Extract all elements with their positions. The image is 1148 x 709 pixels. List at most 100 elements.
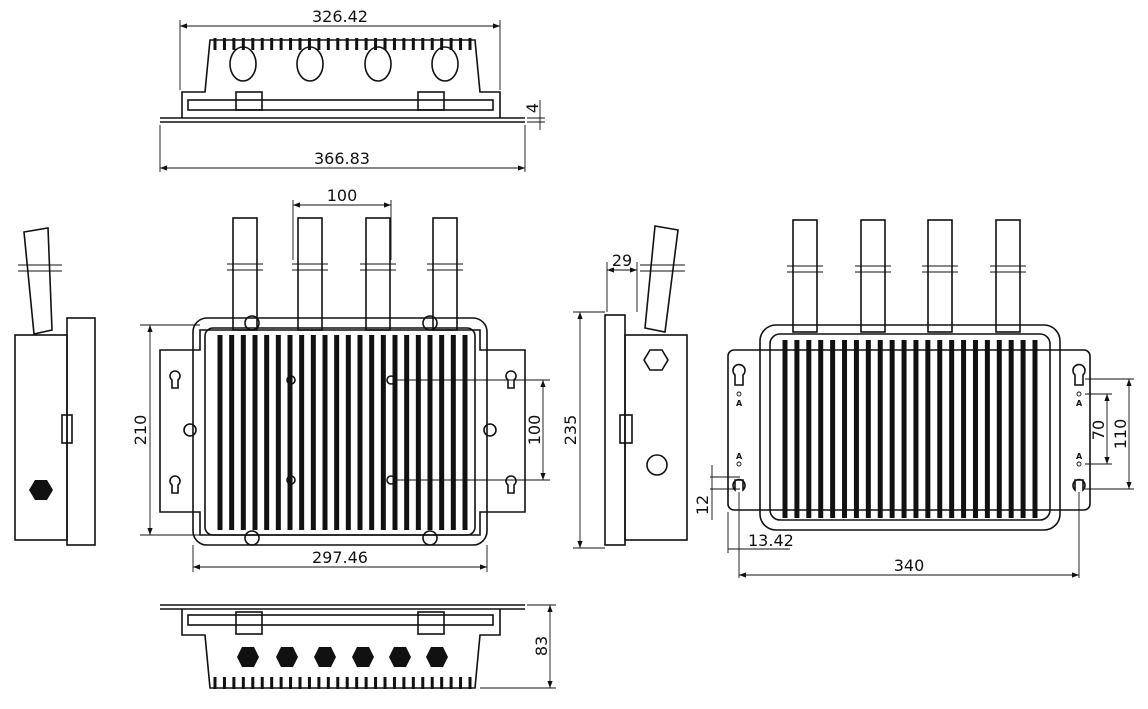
dim-235: 235 [561,415,580,446]
heatsink-fin [307,677,311,689]
heatsink-fin [241,38,245,50]
antenna-connector [431,46,459,82]
heatsink-fin [345,335,351,530]
heatsink-fin [383,677,387,689]
heatsink-fin [925,340,931,518]
heatsink-fin [427,335,433,530]
heatsink-fin [252,335,258,530]
heatsink-fin [449,38,453,50]
cable-gland-nut [426,647,448,667]
right-side-view: 29 235 [561,225,688,549]
antenna-connector [229,46,257,82]
heatsink-fin [449,677,453,689]
heatsink-fin [468,677,472,689]
heatsink-fin [229,335,235,530]
hole-label-a: A [736,399,743,408]
antenna-cable [297,217,323,331]
dim-366-83: 366.83 [314,149,370,168]
heatsink-fin [459,38,463,50]
heatsink-fin [806,340,812,518]
dim-297-46: 297.46 [312,548,368,567]
dim-326-42: 326.42 [312,7,368,26]
heatsink-fin [450,335,456,530]
cable-gland-nut [237,647,259,667]
heatsink-fin [996,340,1002,518]
heatsink-fin [440,38,444,50]
top-view: 326.42 366.83 4 [159,7,545,172]
heatsink-fin [287,335,293,530]
cable-gland-nut [389,647,411,667]
heatsink-fin [853,340,859,518]
heatsink-fin [402,677,406,689]
heatsink-fin [213,38,217,50]
antenna-cable [792,219,818,333]
heatsink-fin [972,340,978,518]
heatsink-fin [421,38,425,50]
heatsink-fin [213,677,217,689]
heatsink-fin [877,340,883,518]
heatsink-fin [901,340,907,518]
heatsink-fin [310,335,316,530]
heatsink-fin [364,38,368,50]
heatsink-fin [889,340,895,518]
heatsink-fin [260,677,264,689]
heatsink-fin [289,677,293,689]
heatsink-fin [421,677,425,689]
heatsink-fin [818,340,824,518]
heatsink-fin [392,335,398,530]
dim-13-42: 13.42 [748,531,794,550]
hole-label-a: A [1076,399,1083,408]
heatsink-fin [317,677,321,689]
antenna-cable [232,217,258,331]
bottom-view: 83 [160,604,556,689]
heatsink-fin [232,38,236,50]
heatsink-fin [392,677,396,689]
heatsink-fin [937,340,943,518]
heatsink-fin [241,677,245,689]
heatsink-fin [462,335,468,530]
heatsink-fin [299,335,305,530]
heatsink-fin [322,335,328,530]
heatsink-fin [1020,340,1026,518]
heatsink-fin [270,677,274,689]
dim-12: 12 [693,495,712,515]
heatsink-fin [334,335,340,530]
heatsink-fin [307,38,311,50]
cable-gland-nut [352,647,374,667]
heatsink-fin [984,340,990,518]
heatsink-fin [336,677,340,689]
hole-label-a: A [736,452,743,461]
heatsink-fin [326,677,330,689]
dim-100-antenna: 100 [327,186,358,205]
heatsink-fin [298,38,302,50]
heatsink-fin [279,38,283,50]
heatsink-fin [430,677,434,689]
heatsink-fin [345,38,349,50]
heatsink-fin [298,677,302,689]
hole-label-a: A [1076,452,1083,461]
heatsink-fin [865,340,871,518]
dim-100-holes: 100 [525,415,544,446]
heatsink-fin [404,335,410,530]
heatsink-fin [392,38,396,50]
dim-340: 340 [894,556,925,575]
heatsink-fin [251,677,255,689]
heatsink-fin [264,335,270,530]
antenna-cable [995,219,1021,333]
antenna-cable [927,219,953,333]
heatsink-fin [374,677,378,689]
heatsink-fin [222,38,226,50]
antenna-cable [432,217,458,331]
cable-gland-nut [276,647,298,667]
heatsink-fin [842,340,848,518]
heatsink-fin [383,38,387,50]
dim-210: 210 [131,415,150,446]
dim-83: 83 [532,636,551,656]
heatsink-fin [217,335,223,530]
heatsink-fin [913,340,919,518]
heatsink-fin [1032,340,1038,518]
heatsink-fin [369,335,375,530]
heatsink-fin [430,38,434,50]
heatsink-fin [260,38,264,50]
dim-110: 110 [1111,419,1130,450]
